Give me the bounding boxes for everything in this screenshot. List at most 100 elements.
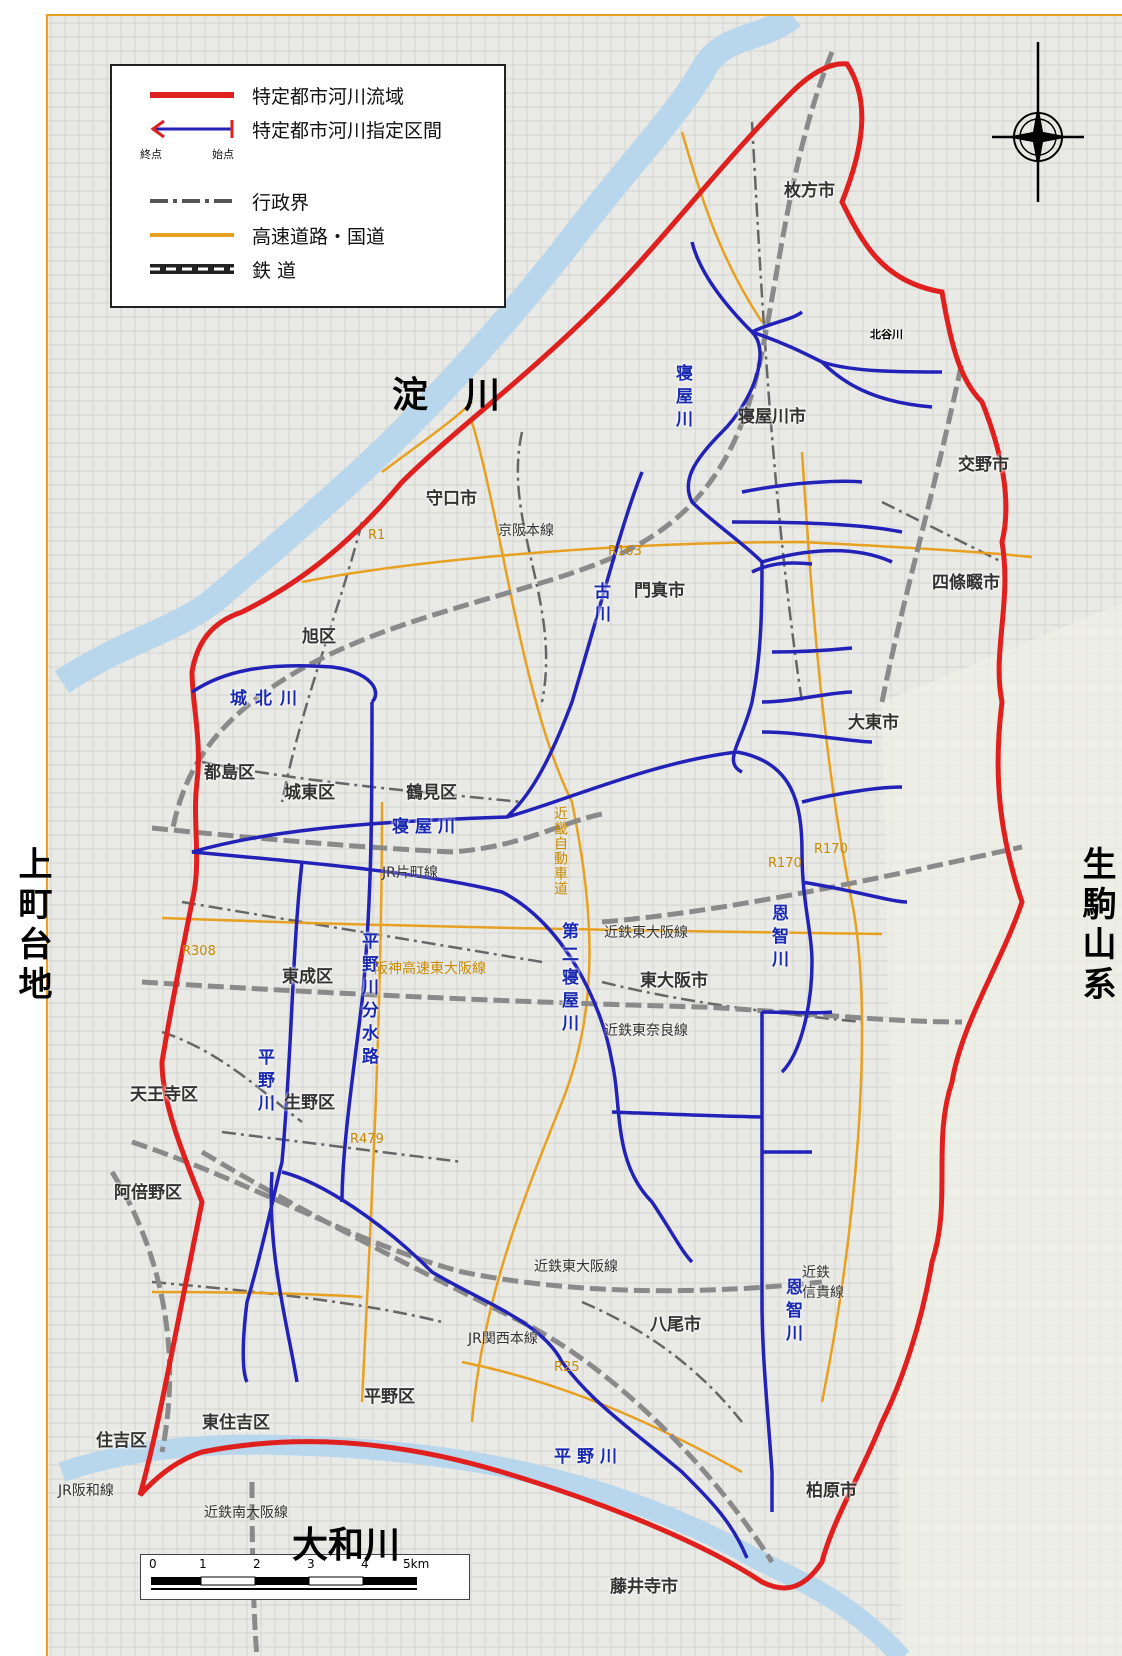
place-higashiosaka: 東大阪市 [640, 971, 708, 991]
legend-railway-label: 鉄 道 [252, 259, 297, 282]
neyagawa-mid-path [731, 561, 764, 774]
place-ikuno: 生野区 [284, 1093, 335, 1113]
onji-north-path [736, 750, 814, 1074]
scale-tick-5: 5km [403, 1557, 430, 1571]
yodo-river-label: 淀 川 [392, 375, 501, 416]
rail-kintetsu-shigi: 近鉄 信貴線 [802, 1265, 844, 1301]
tributary-e-path [771, 646, 853, 654]
map-frame: 特定都市河川流域 特定都市河川指定区間 終点 始点 行政界 高速道路・国道 鉄 … [46, 14, 1122, 1656]
scale-tick-2: 2 [253, 1557, 261, 1571]
legend: 特定都市河川流域 特定都市河川指定区間 終点 始点 行政界 高速道路・国道 鉄 … [110, 64, 506, 308]
place-tennoji: 天王寺区 [130, 1085, 198, 1105]
link2-path [761, 1010, 833, 1015]
rail-kintetsu-higashiosaka: 近鉄東大阪線 [604, 925, 688, 941]
scale-tick-0: 0 [149, 1557, 157, 1571]
place-moriguchi: 守口市 [426, 489, 477, 509]
tributary-f-path [761, 690, 853, 704]
tributary-a-path [741, 479, 863, 494]
place-katano: 交野市 [958, 455, 1009, 475]
rail-kintetsu-osaka: 近鉄東大阪線 [534, 1259, 618, 1275]
mountain-area [882, 602, 1122, 1656]
neyagawa-main-path [191, 750, 738, 854]
river-dai2neyagawa: 第二寝屋川 [558, 922, 578, 1037]
tributary-d-path [761, 548, 893, 564]
uemachi-label: 上町台地 [12, 846, 52, 1006]
legend-row-highway: 高速道路・国道 [150, 222, 385, 248]
neyagawa-upper-path [686, 241, 764, 564]
basin-boundary [137, 61, 1025, 1591]
legend-basin-label: 特定都市河川流域 [252, 85, 405, 108]
road-r25: R25 [554, 1360, 580, 1375]
river-hirano-bunsuiro: 平野川分水路 [358, 932, 378, 1070]
river-onji-north: 恩智川 [768, 904, 788, 973]
place-hirano: 平野区 [364, 1387, 415, 1407]
road-r170b: R170 [814, 842, 848, 857]
road-hanshin: 阪神高速東大阪線 [374, 961, 486, 977]
road-kinki: 近畿自動車道 [552, 806, 568, 896]
rail-jr-katamachi: JR片町線 [382, 865, 438, 881]
road-r1: R1 [368, 528, 386, 543]
tributary-g-path [761, 730, 873, 744]
legend-row-railway: 鉄 道 [150, 256, 296, 282]
legend-row-admin: 行政界 [150, 188, 309, 214]
river-neyagawa-mid: 寝屋川 [392, 817, 461, 837]
place-joto: 城東区 [284, 783, 335, 803]
rail-kintetsu-nara: 近鉄東奈良線 [604, 1023, 688, 1039]
kitaya-branch2-path [751, 310, 804, 334]
river-hiranogawa-west: 平野川 [254, 1048, 274, 1117]
hirano-bunsuiro-path [340, 701, 374, 1203]
place-yao: 八尾市 [650, 1315, 701, 1335]
river-kitaya: 北谷川 [870, 328, 903, 341]
yamato-river [58, 1434, 910, 1656]
scale-bar: 0 1 2 3 4 5km [140, 1554, 470, 1600]
place-abeno: 阿倍野区 [114, 1183, 182, 1203]
legend-start-point: 始点 [212, 148, 234, 161]
legend-row-basin: 特定都市河川流域 [150, 82, 404, 108]
legend-admin-label: 行政界 [252, 191, 310, 214]
dai2neyagawa-path [191, 850, 694, 1264]
johoku-path [191, 663, 378, 704]
link-path [611, 1110, 763, 1119]
ikoma-label: 生駒山系 [1076, 846, 1116, 1006]
legend-section-label: 特定都市河川指定区間 [252, 119, 443, 142]
road-r170a: R170 [768, 856, 802, 871]
place-sumiyoshi: 住吉区 [96, 1431, 147, 1451]
scale-tick-1: 1 [199, 1557, 207, 1571]
map-canvas [48, 16, 1122, 1656]
kitaya-path [751, 330, 943, 374]
place-neyagawa: 寝屋川市 [738, 407, 806, 427]
yodo-river [54, 16, 801, 693]
tributary-c-path [751, 561, 813, 574]
river-neyagawa-upper: 寝屋川 [672, 364, 692, 433]
place-hirakata: 枚方市 [784, 181, 835, 201]
legend-highway-label: 高速道路・国道 [252, 225, 386, 248]
river-onji-south: 恩智川 [782, 1278, 802, 1347]
place-tsurumi: 鶴見区 [406, 783, 457, 803]
onji-tribs-path [801, 785, 903, 804]
road-r163: R163 [608, 544, 642, 559]
hiranogawa-south-path [281, 1170, 749, 1559]
scale-tick-3: 3 [307, 1557, 315, 1571]
place-higashisumiyoshi: 東住吉区 [202, 1413, 270, 1433]
place-higashinari: 東成区 [282, 967, 333, 987]
scale-tick-4: 4 [361, 1557, 369, 1571]
rail-keihan: 京阪本線 [498, 523, 554, 539]
place-kashiwara: 柏原市 [806, 1481, 857, 1501]
place-shijonawate: 四條畷市 [932, 573, 1000, 593]
hiranogawa-west-path [241, 861, 304, 1383]
north-arrow-icon [992, 42, 1084, 202]
rail-jr-hanwa: JR阪和線 [58, 1483, 114, 1499]
designated-rivers [191, 241, 943, 1559]
tributary-b-path [731, 520, 903, 534]
kitaya-branch-path [820, 360, 933, 409]
place-miyakojima: 都島区 [204, 763, 255, 783]
onji-tribs2-path [801, 880, 908, 904]
place-daito: 大東市 [848, 713, 899, 733]
road-r479: R479 [350, 1132, 384, 1147]
hiranogawa-west2-path [269, 1171, 299, 1383]
furukawa-path [505, 471, 644, 819]
place-kadoma: 門真市 [634, 581, 685, 601]
railways [109, 51, 1023, 1656]
rail-jr-kansai: JR関西本線 [468, 1331, 538, 1347]
road-r308: R308 [182, 944, 216, 959]
